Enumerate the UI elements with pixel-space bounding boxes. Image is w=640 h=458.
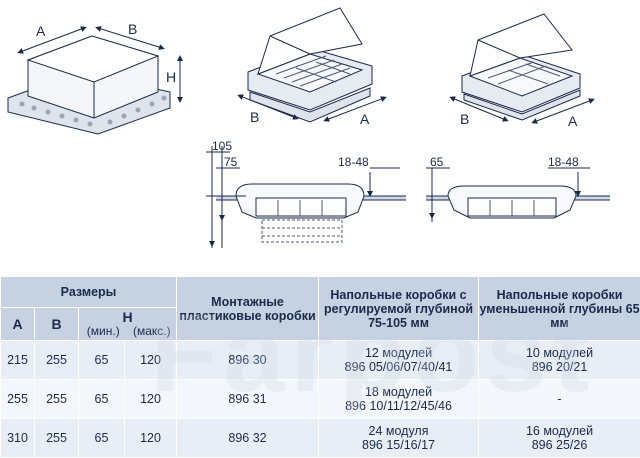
- col-a-header: A: [1, 308, 35, 341]
- tray1-dim-b-label: B: [250, 109, 259, 125]
- plastic-boxes-header: Монтажные пластиковые коробки: [177, 277, 319, 341]
- col-h-header: H (мин.) (макс.): [79, 308, 177, 341]
- cell-b: 255: [35, 380, 79, 419]
- tray2-dim-a-label: A: [568, 113, 578, 129]
- cell-adjustable-codes: 896 10/11/12/45/46: [319, 399, 478, 413]
- col-h-label: H: [79, 310, 176, 324]
- table-header-row-1: Размеры Монтажные пластиковые коробки На…: [1, 277, 640, 308]
- drawings-svg: A B H B A: [0, 0, 640, 272]
- cell-reduced-modules: 10 модулей: [479, 346, 640, 360]
- col-h-min-label: (мин.): [79, 324, 128, 338]
- section1-dim-75: 75: [224, 155, 238, 169]
- sizes-header: Размеры: [1, 277, 177, 308]
- col-b-header: B: [35, 308, 79, 341]
- adjustable-floor-box-drawing: [248, 8, 372, 122]
- cell-reduced-modules: 16 модулей: [479, 424, 640, 438]
- tray1-dim-a-label: A: [360, 111, 370, 127]
- cell-a: 255: [1, 380, 35, 419]
- tray2-dim-b-label: B: [460, 111, 469, 127]
- reduced-boxes-header: Напольные коробки уменьшенной глубины 65…: [479, 277, 640, 341]
- box-dim-b-label: B: [128, 21, 137, 37]
- cell-hmin: 65: [79, 380, 125, 419]
- cell-adjustable-codes: 896 15/16/17: [319, 438, 478, 452]
- cell-adjustable-codes: 896 05/06/07/40/41: [319, 360, 478, 374]
- box-dim-a-label: A: [36, 23, 46, 39]
- section1-dim-105: 105: [212, 139, 232, 153]
- section1-dim-18-48: 18-48: [338, 155, 369, 169]
- cell-reduced: -: [479, 380, 640, 419]
- technical-drawings: A B H B A: [0, 0, 640, 272]
- col-h-max-label: (макс.): [128, 324, 177, 338]
- cell-hmin: 65: [79, 341, 125, 380]
- cell-adjustable-modules: 12 модулей: [319, 346, 478, 360]
- cell-hmax: 120: [125, 341, 177, 380]
- cell-adjustable-modules: 24 модуля: [319, 424, 478, 438]
- mounting-box-drawing: [8, 36, 170, 134]
- cell-b: 255: [35, 341, 79, 380]
- section2-dim-65: 65: [430, 155, 444, 169]
- spec-table: Размеры Монтажные пластиковые коробки На…: [0, 276, 640, 458]
- cell-a: 215: [1, 341, 35, 380]
- adjustable-boxes-header: Напольные коробки с регулируемой глубино…: [319, 277, 479, 341]
- cell-hmax: 120: [125, 380, 177, 419]
- reduced-floor-box-drawing: [462, 14, 580, 120]
- cell-reduced-codes: 896 25/26: [479, 438, 640, 452]
- section2-drawing: [426, 168, 610, 222]
- cell-reduced-codes: 896 20/21: [479, 360, 640, 374]
- cell-plastic: 896 31: [177, 380, 319, 419]
- cell-plastic: 896 30: [177, 341, 319, 380]
- cell-adjustable-modules: 18 модулей: [319, 385, 478, 399]
- box-dim-h-label: H: [166, 69, 176, 85]
- section2-dim-18-48: 18-48: [548, 155, 579, 169]
- cell-reduced-modules: -: [479, 392, 640, 406]
